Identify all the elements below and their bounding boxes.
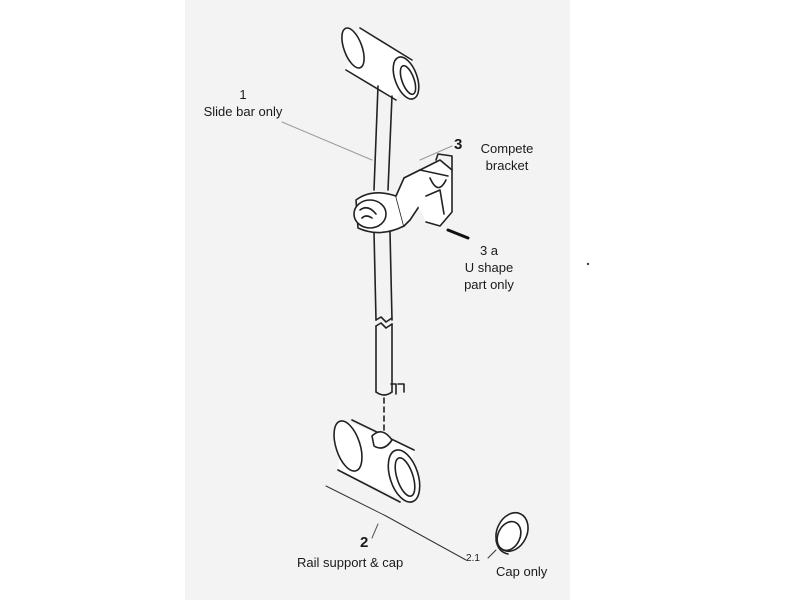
cap-number: 2.1: [466, 553, 480, 564]
cap-part: [495, 511, 529, 555]
bracket-callout: Compete bracket: [470, 140, 544, 174]
u-part-callout: 3 a U shape part only: [448, 242, 530, 293]
u-part-label-line1: U shape: [464, 260, 514, 275]
bracket-label-line2: bracket: [485, 158, 529, 173]
leader-lines: [281, 121, 497, 561]
slide-bar-callout: 1 Slide bar only: [198, 86, 288, 120]
rail-support-number: 2: [360, 534, 369, 551]
slide-bar-number: 1: [239, 87, 247, 102]
bracket-number: 3: [454, 136, 463, 153]
slide-bar: [373, 85, 405, 396]
rail-support: [333, 419, 421, 503]
slide-bar-label: Slide bar only: [203, 104, 283, 119]
u-part-number: 3 a: [479, 243, 499, 258]
u-part-label-line2: part only: [464, 277, 514, 292]
stray-dot: [586, 262, 590, 266]
cap-label: Cap only: [496, 564, 548, 579]
top-end-cap: [341, 27, 420, 101]
rail-support-label: Rail support & cap: [297, 555, 404, 570]
bracket-assembly: [353, 153, 453, 234]
bracket-label-line1: Compete: [480, 141, 534, 156]
